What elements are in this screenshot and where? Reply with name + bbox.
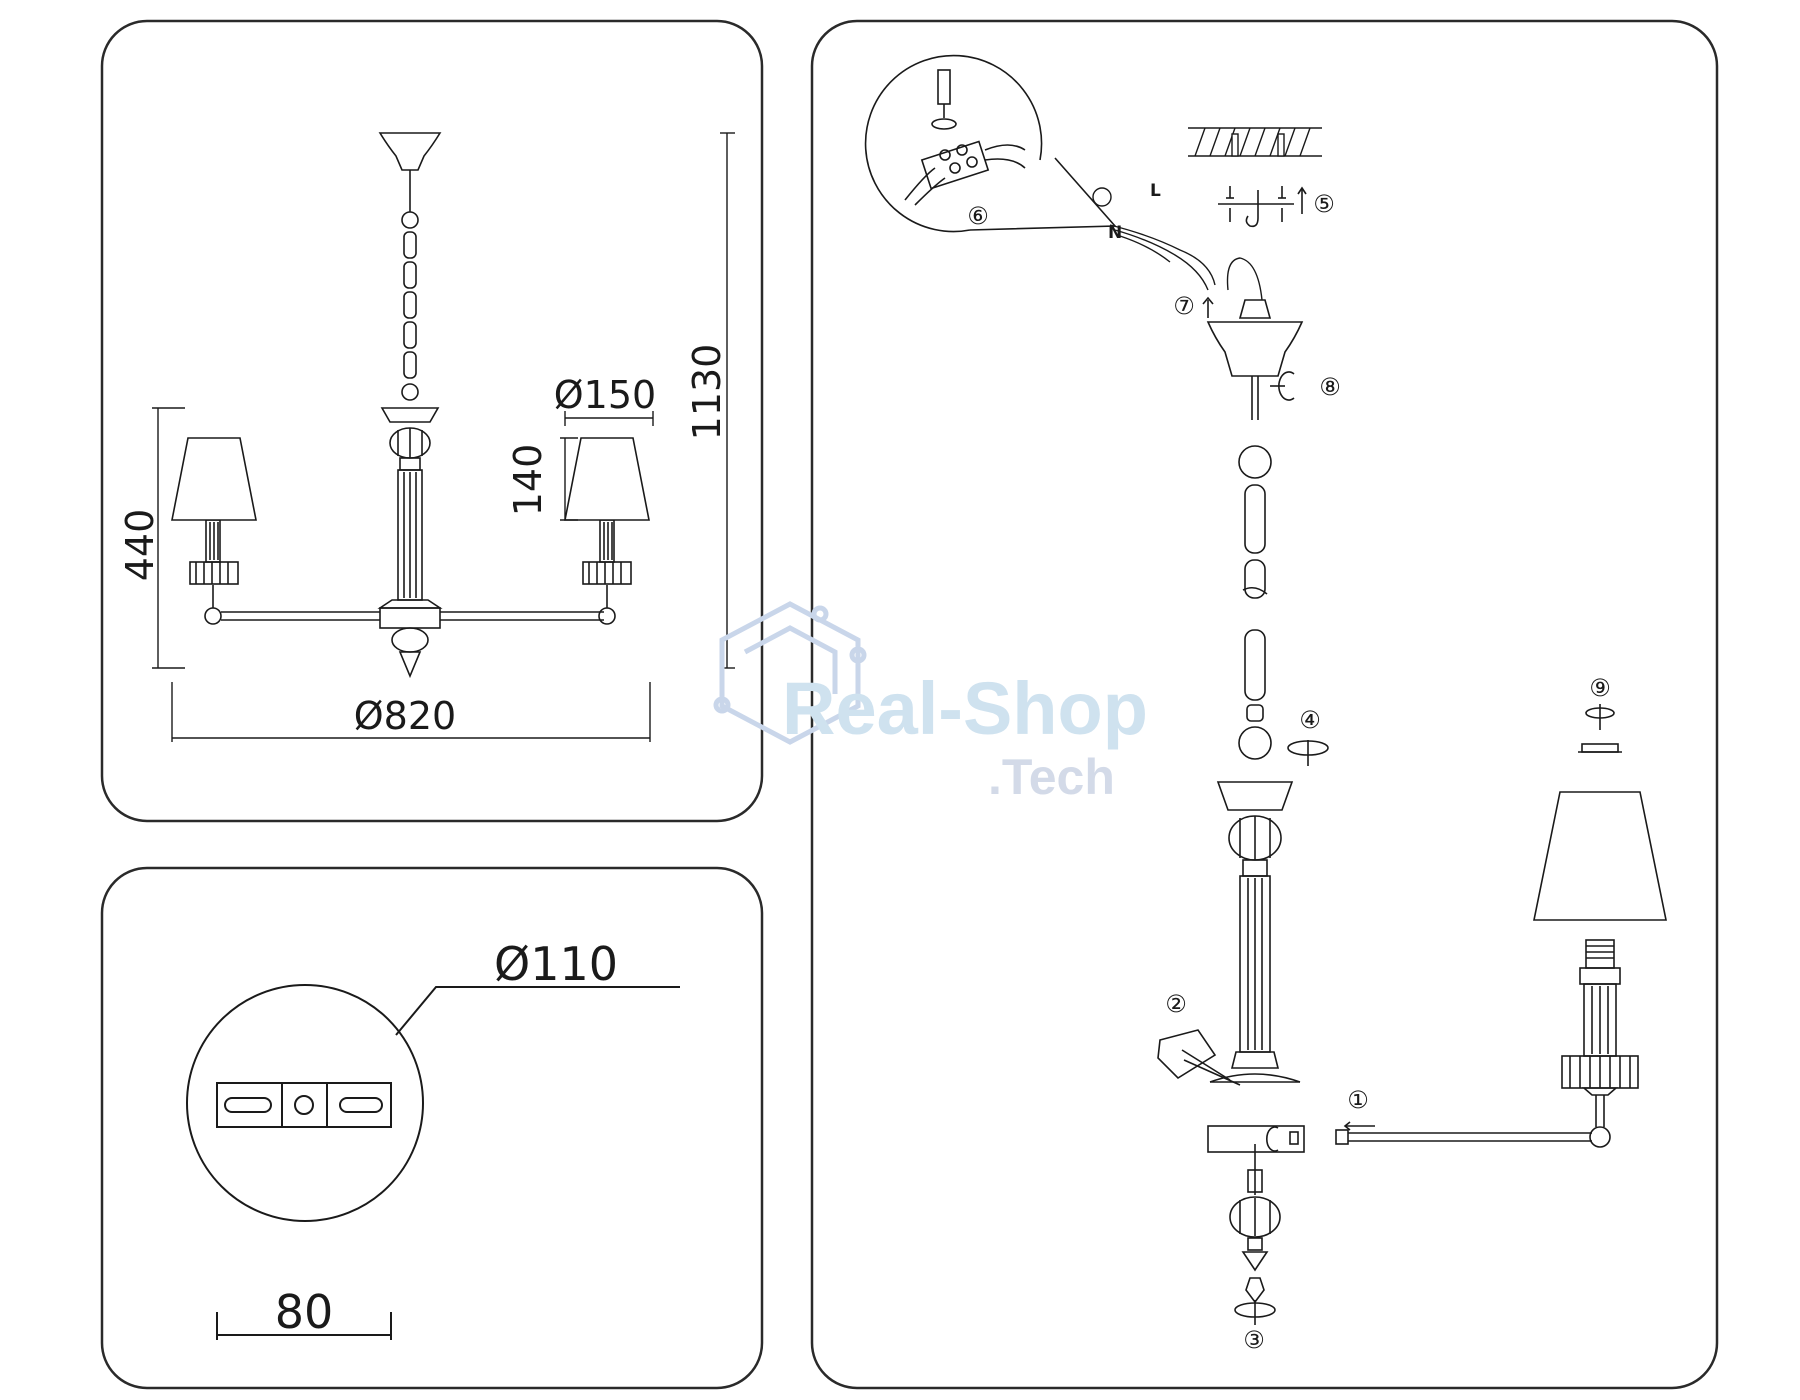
canopy-detail-panel — [100, 866, 764, 1390]
dim-height-body: 440 — [118, 509, 162, 582]
watermark-subtext: .Tech — [988, 749, 1115, 805]
wiring-detail-bubble — [864, 54, 1117, 233]
dim-height-total: 1130 — [685, 344, 729, 441]
dimension-lines — [152, 132, 735, 742]
assembly-hub — [1207, 1125, 1305, 1325]
dim-shade-diameter: Ø150 — [554, 373, 656, 417]
assembly-chain — [1238, 445, 1329, 766]
assembly-lamp — [1533, 704, 1667, 1089]
ceiling — [1188, 127, 1322, 157]
canopy-mounting-plate — [186, 984, 680, 1340]
dimensions-panel — [100, 19, 764, 823]
step-5-label: ⑤ — [1313, 190, 1335, 218]
step-4-label: ④ — [1299, 706, 1321, 734]
dim-shade-height: 140 — [506, 444, 550, 517]
step-3-label: ③ — [1243, 1326, 1265, 1354]
watermark-text: Real-Shop — [782, 667, 1148, 750]
step-1-label: ① — [1347, 1086, 1369, 1114]
supply-wires — [1092, 187, 1263, 301]
assembly-canopy — [1202, 296, 1304, 420]
dim-canopy-diameter: Ø110 — [494, 937, 618, 991]
step-8-label: ⑧ — [1319, 373, 1341, 401]
step-6-label: ⑥ — [967, 202, 989, 230]
assembly-panel — [810, 19, 1719, 1390]
dim-span-diameter: Ø820 — [354, 694, 456, 738]
wire-label-neutral: N — [1108, 223, 1122, 243]
dim-bracket-length: 80 — [275, 1285, 334, 1339]
assembly-column — [1157, 781, 1301, 1086]
ceiling-hook — [1218, 186, 1307, 228]
chandelier-front-view — [171, 132, 650, 679]
assembly-arm — [1335, 1087, 1619, 1148]
step-7-label: ⑦ — [1173, 292, 1195, 320]
step-2-label: ② — [1165, 990, 1187, 1018]
watermark-logo — [713, 601, 867, 745]
step-9-label: ⑨ — [1589, 674, 1611, 702]
wire-label-live: L — [1150, 181, 1161, 201]
